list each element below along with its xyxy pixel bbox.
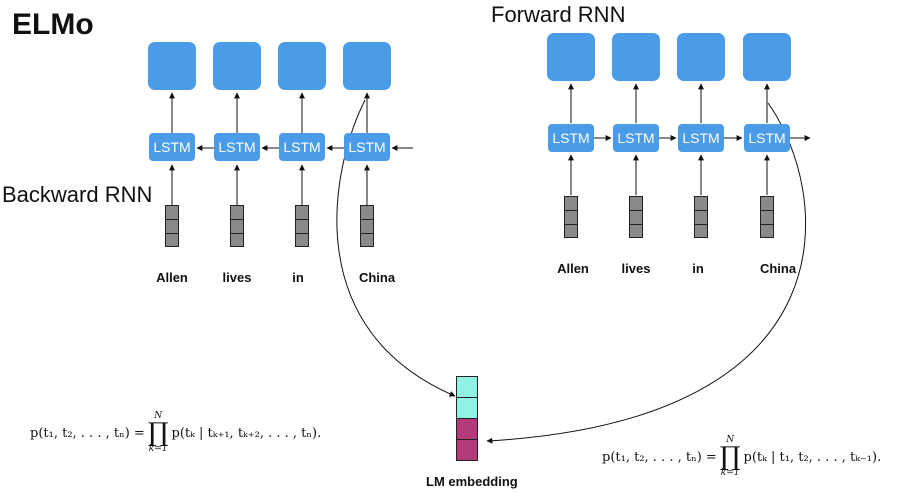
forward-lstm-1: LSTM <box>548 124 594 152</box>
product-lower-limit: k=1 <box>720 468 740 478</box>
embedding-cell-2 <box>456 397 478 419</box>
backward-lstm-4: LSTM <box>344 133 390 161</box>
forward-word-2: lives <box>621 261 651 276</box>
lm-embedding-label: LM embedding <box>426 474 518 489</box>
backward-lstm-1: LSTM <box>149 133 195 161</box>
forward-formula-rhs: p(tₖ | t₁, t₂, . . . , tₖ₋₁). <box>743 449 882 465</box>
backward-input-vector-3 <box>295 205 309 247</box>
forward-input-vector-1 <box>564 196 578 238</box>
forward-word-3: in <box>692 261 704 276</box>
product-operator: N ∏ k=1 <box>719 435 741 478</box>
forward-output-2 <box>612 33 660 81</box>
forward-word-4: China <box>759 261 797 276</box>
backward-formula-rhs: p(tₖ | tₖ₊₁, tₖ₊₂, . . . , tₙ). <box>171 425 322 441</box>
backward-input-vector-1 <box>165 205 179 247</box>
forward-lstm-2: LSTM <box>613 124 659 152</box>
backward-output-2 <box>213 42 261 90</box>
backward-input-vector-2 <box>230 205 244 247</box>
embedding-cell-3 <box>456 418 478 440</box>
forward-lstm-4: LSTM <box>744 124 790 152</box>
embedding-cell-1 <box>456 376 478 398</box>
forward-lm-formula: p(t₁, t₂, . . . , tₙ) = N ∏ k=1 p(tₖ | t… <box>602 436 881 478</box>
forward-word-1: Allen <box>557 261 589 276</box>
backward-output-3 <box>278 42 326 90</box>
forward-output-3 <box>677 33 725 81</box>
backward-output-1 <box>148 42 196 90</box>
backward-lstm-3: LSTM <box>279 133 325 161</box>
backward-word-1: Allen <box>156 270 188 285</box>
backward-word-4: China <box>358 270 396 285</box>
embedding-cell-4 <box>456 439 478 461</box>
backward-output-4 <box>343 42 391 90</box>
page-title: ELMo <box>12 8 94 41</box>
backward-formula-lhs: p(t₁, t₂, . . . , tₙ) = <box>30 425 145 441</box>
forward-input-vector-2 <box>629 196 643 238</box>
product-upper-limit: N <box>154 411 163 421</box>
backward-word-3: in <box>292 270 304 285</box>
product-operator: N ∏ k=1 <box>147 411 169 454</box>
lm-embedding-vector <box>456 376 478 461</box>
backward-rnn-label: Backward RNN <box>2 182 153 207</box>
forward-output-4 <box>743 33 791 81</box>
forward-rnn-label: Forward RNN <box>491 2 626 27</box>
forward-formula-lhs: p(t₁, t₂, . . . , tₙ) = <box>602 449 717 465</box>
forward-lstm-3: LSTM <box>678 124 724 152</box>
backward-word-2: lives <box>222 270 252 285</box>
backward-input-vector-4 <box>360 205 374 247</box>
forward-input-vector-4 <box>760 196 774 238</box>
forward-input-vector-3 <box>694 196 708 238</box>
product-lower-limit: k=1 <box>148 444 168 454</box>
backward-lstm-2: LSTM <box>214 133 260 161</box>
product-upper-limit: N <box>726 435 735 445</box>
forward-output-1 <box>547 33 595 81</box>
backward-lm-formula: p(t₁, t₂, . . . , tₙ) = N ∏ k=1 p(tₖ | t… <box>30 412 321 454</box>
